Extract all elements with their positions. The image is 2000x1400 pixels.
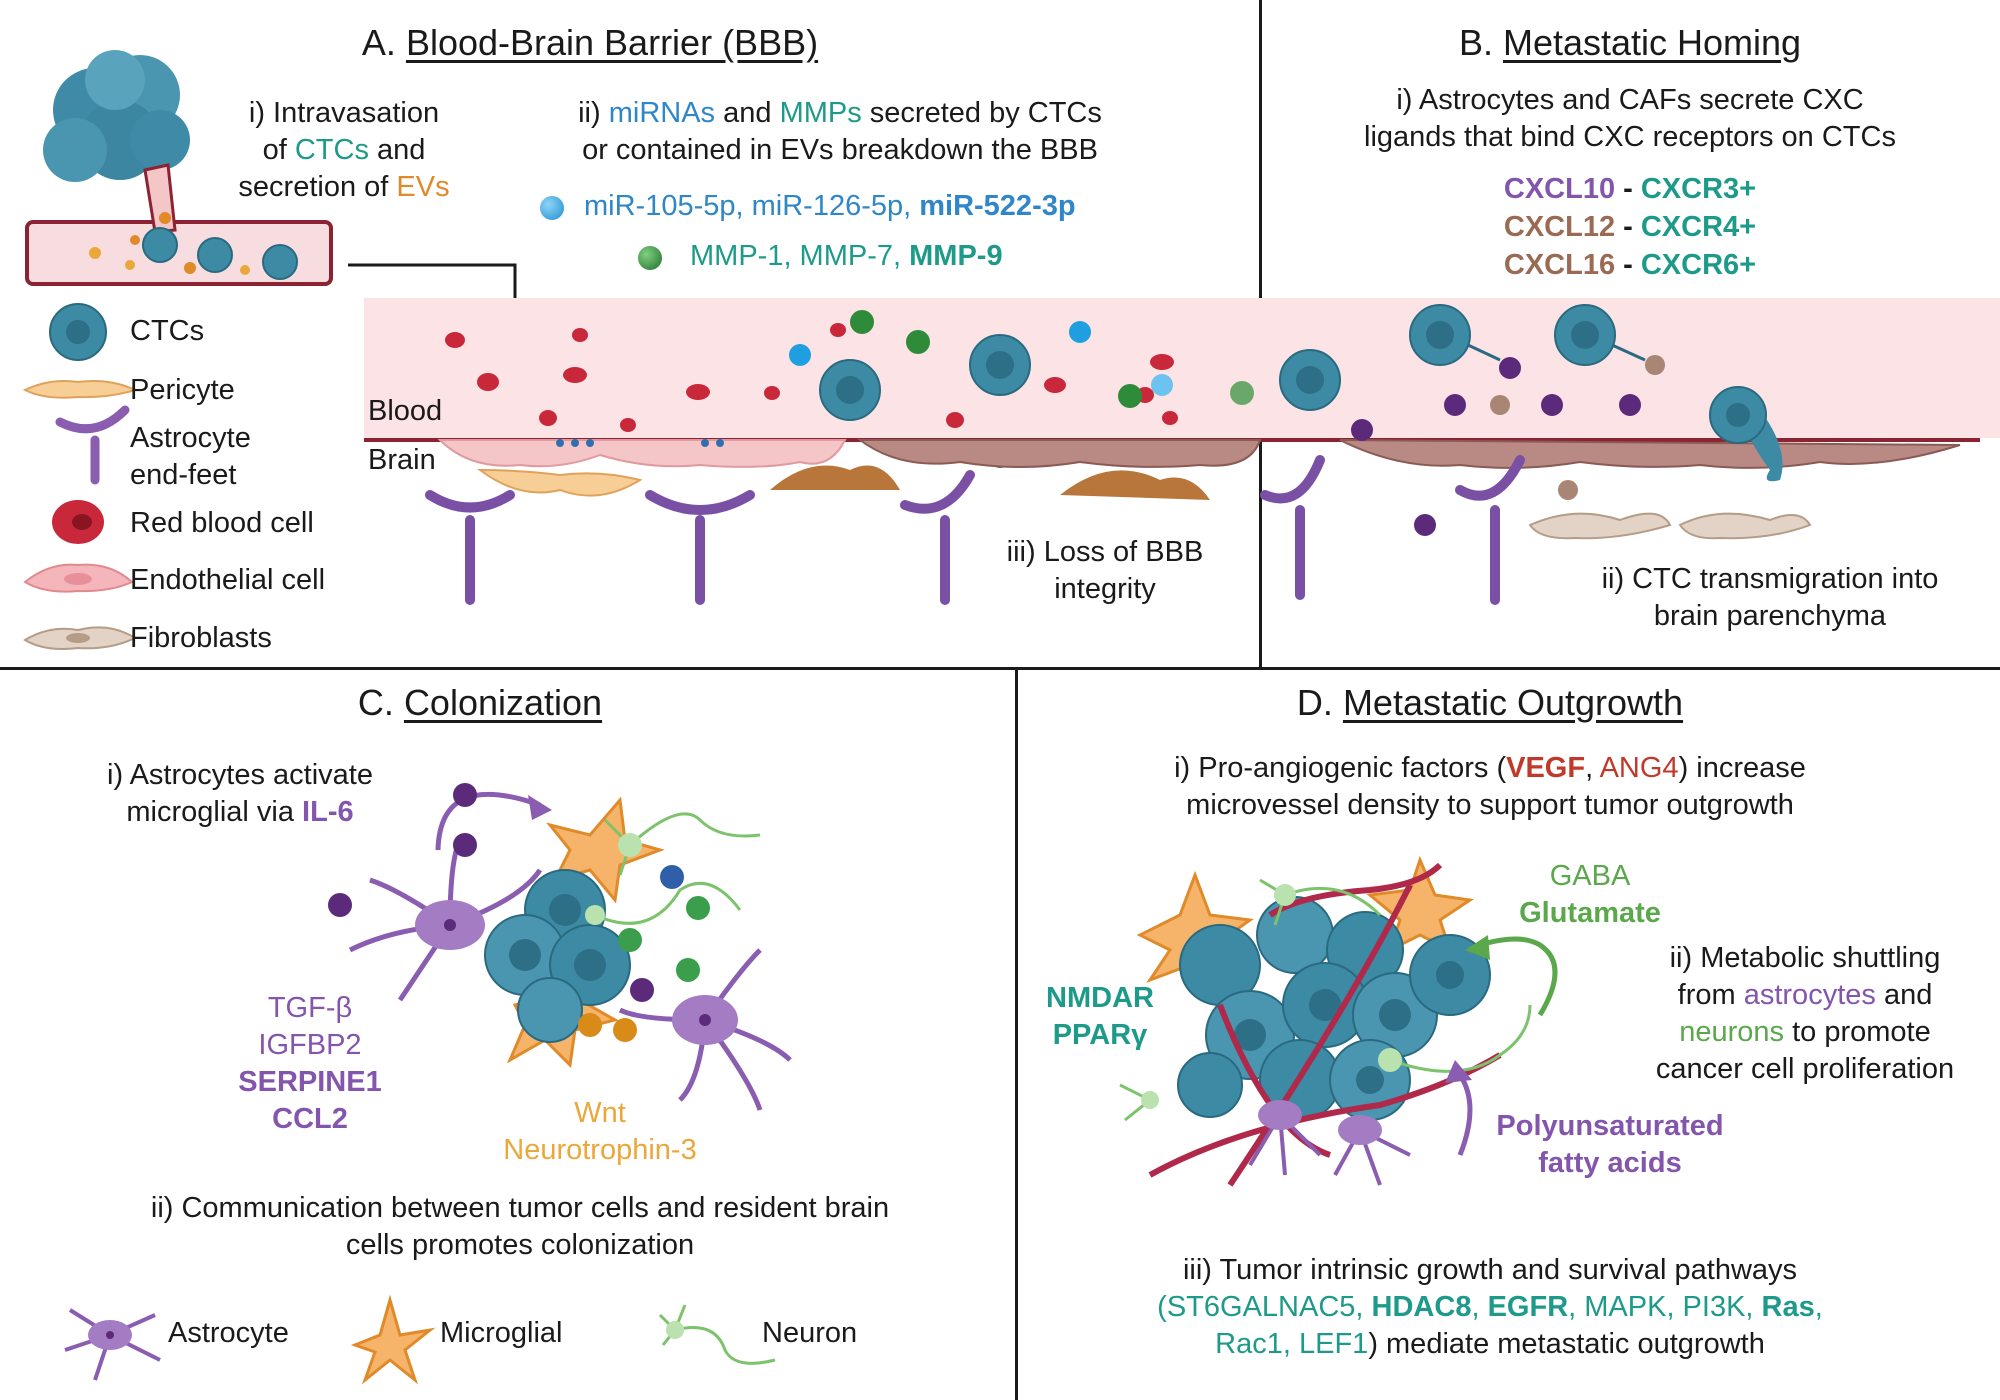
panel-d-step-ii: ii) Metabolic shuttling from astrocytes … [1655,942,1955,1085]
red-blood-cells [445,323,1178,432]
astrocyte-endfeet-icon [55,405,130,485]
legend-label-fibroblasts: Fibroblasts [130,622,272,654]
panel-c-step-i: i) Astrocytes activate microglial via IL… [107,759,373,828]
panel-d-step-i: i) Pro-angiogenic factors (VEGF, ANG4) i… [1174,752,1806,821]
panel-b-title: B. Metastatic Homing [1458,22,1802,63]
tumor-cluster-icon [43,50,190,182]
panel-d-title: D. Metastatic Outgrowth [1296,682,1684,723]
colonization-illustration [328,783,792,1111]
panel-a-step-i: i) Intravasation of CTCs and secretion o… [238,97,450,203]
gaba-glutamate: GABA Glutamate [1519,860,1661,929]
divider-vertical-bottom [1015,668,1018,1400]
panel-a-title: A. Blood-Brain Barrier (BBB) [361,22,819,63]
endothelial-cell-icon [23,563,134,593]
pericyte-icon [22,380,138,399]
panel-a-step-ii: ii) miRNAs and MMPs secreted by CTCs or … [578,97,1102,166]
microglial-icon [350,1294,436,1385]
panel-b-step-ii: ii) CTC transmigration into brain parenc… [1601,563,1939,632]
panel-c-legend-icons [64,1294,776,1385]
legend-label-rbc: Red blood cell [130,507,314,539]
astrocyte-icon [64,1308,161,1381]
nmdar-ppar: NMDAR PPARγ [1046,982,1154,1051]
legend-label-astrocyte-c: Astrocyte [168,1317,289,1349]
legend-icons [22,303,138,650]
fibroblast-icon [23,626,138,650]
pufa-label: Polyunsaturated fatty acids [1496,1110,1724,1179]
panel-c-astrocyte-factors: TGF-β IGFBP2 SERPINE1 CCL2 [238,992,382,1135]
cxc-pair: CXCL12 - CXCR4+ [1503,211,1757,243]
panel-d-step-iii: iii) Tumor intrinsic growth and survival… [1157,1254,1823,1360]
legend-label-ctcs: CTCs [130,315,205,347]
panel-c-step-ii: ii) Communication between tumor cells an… [150,1192,890,1261]
neuron-icon [658,1304,776,1365]
mirna-list: miR-105-5p, miR-126-5p, miR-522-3p [540,188,1076,225]
panel-a-illustration [25,50,2000,605]
ctc-icon [49,303,107,361]
mmp-list: MMP-1, MMP-7, MMP-9 [638,238,1003,275]
legend-label-pericyte: Pericyte [130,374,235,406]
brain-label: Brain [368,444,436,476]
cxc-pair: CXCL10 - CXCR3+ [1503,173,1757,205]
legend-label-neuron: Neuron [762,1317,858,1349]
mirna-dot-icon [540,196,564,220]
panel-a-step-iii: iii) Loss of BBB integrity [1006,536,1204,605]
outgrowth-illustration [1119,855,1558,1187]
blood-label: Blood [368,395,443,427]
panel-c-title: C. Colonization [357,682,603,723]
legend-label-endothelial: Endothelial cell [130,564,326,596]
panel-b-step-i: i) Astrocytes and CAFs secrete CXC ligan… [1364,84,1896,153]
cxc-pairs: CXCL10 - CXCR3+ CXCL12 - CXCR4+ CXCL16 -… [1440,170,1820,284]
legend-label-microglial: Microglial [440,1317,563,1349]
mmp-dot-icon [638,246,662,270]
panel-c-microglia-factors: Wnt Neurotrophin-3 [503,1097,697,1166]
cxc-pair: CXCL16 - CXCR6+ [1503,249,1757,281]
red-blood-cell-icon [52,500,104,544]
divider-horizontal [0,667,2000,670]
